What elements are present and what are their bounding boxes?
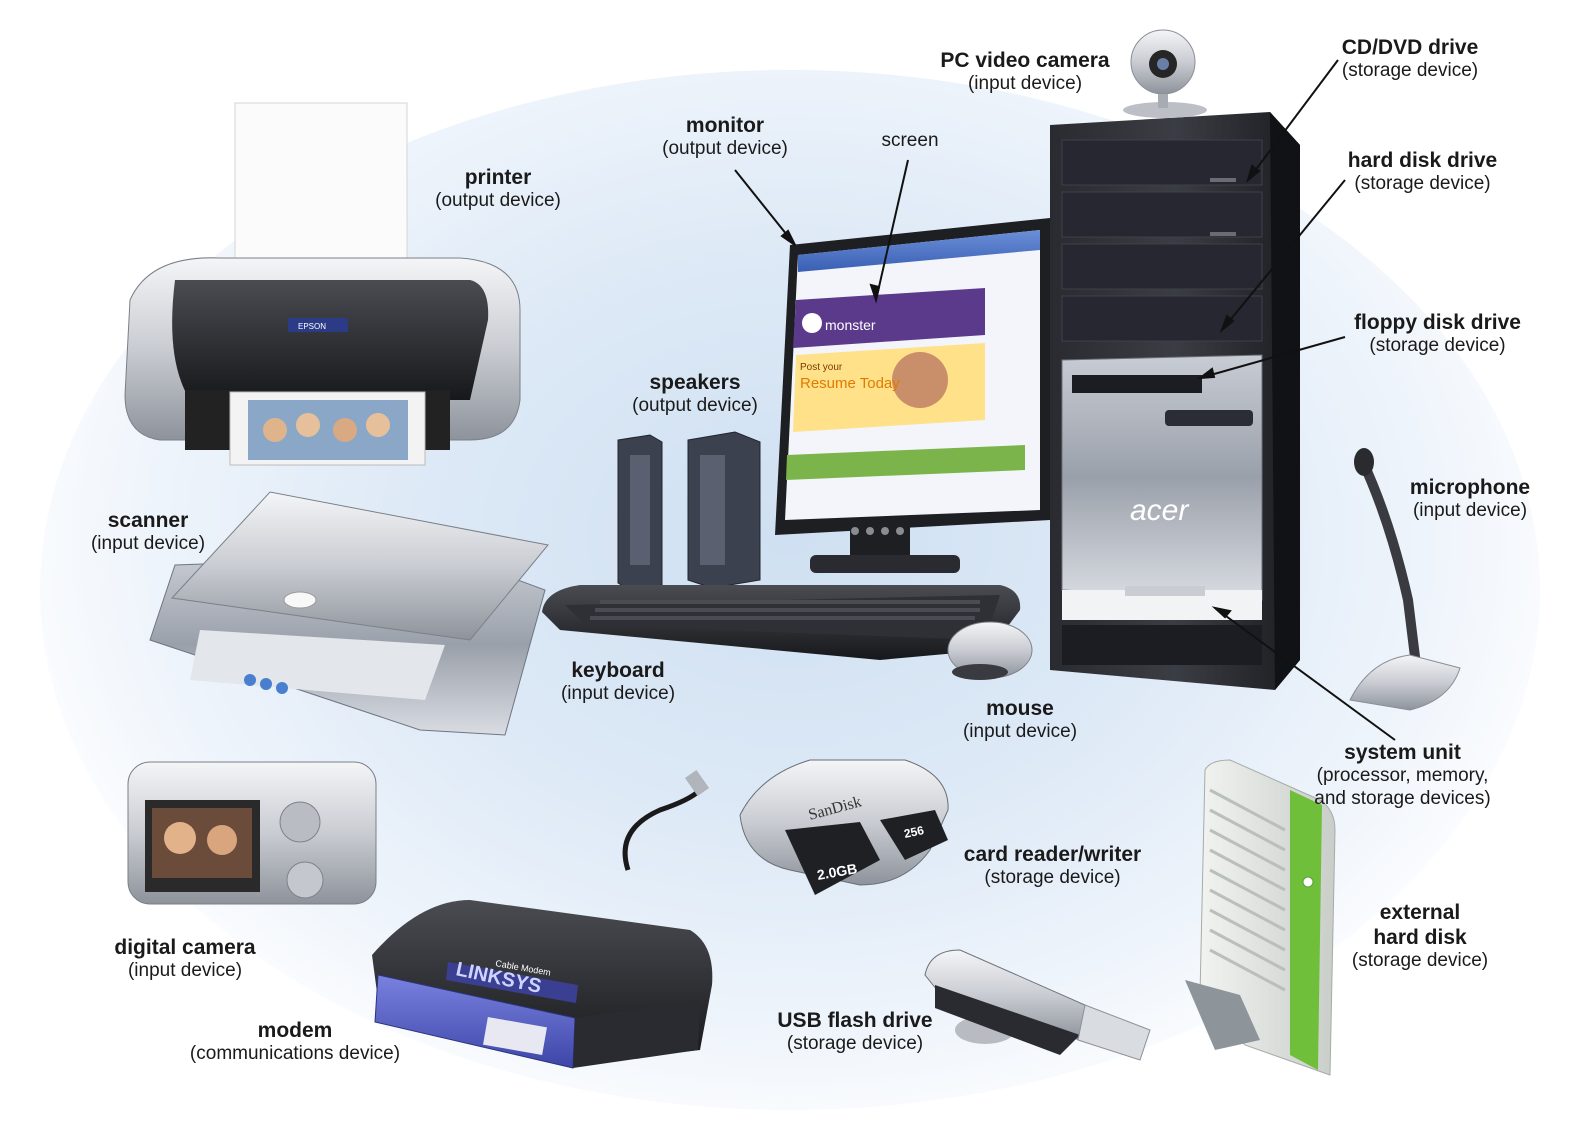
label-pc-video-camera-kind: (input device): [967, 73, 1083, 95]
pc-video-camera-device: [1123, 29, 1207, 118]
label-modem-name: modem: [257, 1019, 333, 1042]
modem-device: [372, 900, 713, 1069]
label-modem: modem (communications device): [180, 1018, 410, 1066]
card-256-text: 256: [903, 823, 926, 841]
label-system-unit: system unit (processor, memory, and stor…: [1300, 740, 1505, 811]
label-microphone-name: microphone: [1409, 476, 1531, 499]
resume-banner-text: Resume Today: [800, 375, 900, 392]
label-system-unit-kind-line2: and storage devices): [1314, 787, 1491, 809]
label-scanner-kind: (input device): [90, 533, 206, 555]
label-system-unit-kind-line1: (processor, memory,: [1316, 765, 1489, 787]
mouse-device: [947, 621, 1033, 680]
monitor-device: [775, 218, 1050, 573]
label-monitor-kind: (output device): [662, 138, 788, 160]
label-floppy-disk-drive-kind: (storage device): [1369, 335, 1506, 357]
label-hard-disk-drive: hard disk drive (storage device): [1335, 148, 1510, 196]
label-external-hard-disk-kind: (storage device): [1351, 950, 1489, 972]
label-scanner: scanner (input device): [78, 508, 218, 556]
label-printer: printer (output device): [428, 165, 568, 213]
label-screen: screen: [860, 130, 960, 153]
label-external-hard-disk-name-line1: external: [1379, 901, 1461, 924]
label-hard-disk-drive-kind: (storage device): [1354, 173, 1491, 195]
label-microphone: microphone (input device): [1400, 475, 1540, 523]
label-hard-disk-drive-name: hard disk drive: [1347, 149, 1498, 172]
label-digital-camera-name: digital camera: [114, 936, 256, 959]
label-system-unit-name: system unit: [1344, 741, 1461, 764]
usb-flash-drive-device: [924, 949, 1151, 1061]
microphone-device: [1349, 448, 1461, 711]
post-your-text: Post your: [800, 362, 843, 373]
card-reader-device: [622, 759, 949, 895]
label-floppy-disk-drive-name: floppy disk drive: [1354, 311, 1521, 334]
label-mouse: mouse (input device): [950, 696, 1090, 744]
label-monitor: monitor (output device): [650, 113, 800, 161]
acer-logo: acer: [1130, 494, 1189, 527]
external-hard-disk-device: [1185, 759, 1336, 1076]
label-monitor-name: monitor: [685, 114, 765, 137]
label-keyboard: keyboard (input device): [548, 658, 688, 706]
label-speakers-kind: (output device): [632, 395, 758, 417]
label-mouse-kind: (input device): [962, 721, 1078, 743]
printer-device: [124, 102, 521, 466]
label-card-reader: card reader/writer (storage device): [955, 842, 1150, 890]
monster-logo: monster: [825, 317, 876, 333]
speakers-device: [617, 431, 761, 591]
label-microphone-kind: (input device): [1412, 500, 1528, 522]
card-2gb-text: 2.0GB: [816, 860, 859, 883]
label-cd-dvd-drive-kind: (storage device): [1341, 60, 1479, 82]
label-pc-video-camera-name: PC video camera: [940, 49, 1110, 72]
label-speakers: speakers (output device): [620, 370, 770, 418]
label-digital-camera: digital camera (input device): [105, 935, 265, 983]
label-card-reader-name: card reader/writer: [963, 843, 1142, 866]
label-usb-flash-drive-name: USB flash drive: [777, 1009, 933, 1032]
epson-logo: EPSON: [298, 322, 326, 331]
label-screen-name: screen: [881, 130, 939, 151]
label-external-hard-disk-name-line2: hard disk: [1373, 926, 1467, 950]
pointer-lines: [734, 59, 1396, 741]
label-cd-dvd-drive-name: CD/DVD drive: [1341, 36, 1479, 59]
label-mouse-name: mouse: [986, 697, 1054, 720]
label-floppy-disk-drive: floppy disk drive (storage device): [1340, 310, 1535, 358]
label-external-hard-disk: external hard disk (storage device): [1345, 900, 1495, 973]
scanner-device: [149, 491, 549, 736]
label-keyboard-kind: (input device): [560, 683, 676, 705]
label-printer-name: printer: [464, 166, 532, 189]
digital-camera-device: [127, 761, 377, 905]
label-usb-flash-drive: USB flash drive (storage device): [770, 1008, 940, 1056]
system-unit-device: [1050, 112, 1300, 690]
label-card-reader-kind: (storage device): [984, 867, 1121, 889]
label-pc-video-camera: PC video camera (input device): [925, 48, 1125, 96]
label-scanner-name: scanner: [107, 509, 189, 532]
label-cd-dvd-drive: CD/DVD drive (storage device): [1330, 35, 1490, 83]
label-speakers-name: speakers: [649, 371, 741, 394]
label-digital-camera-kind: (input device): [127, 960, 243, 982]
label-modem-kind: (communications device): [189, 1043, 401, 1065]
label-printer-kind: (output device): [435, 190, 561, 212]
label-keyboard-name: keyboard: [571, 659, 665, 682]
label-usb-flash-drive-kind: (storage device): [786, 1033, 924, 1055]
keyboard-device: [542, 585, 1021, 660]
